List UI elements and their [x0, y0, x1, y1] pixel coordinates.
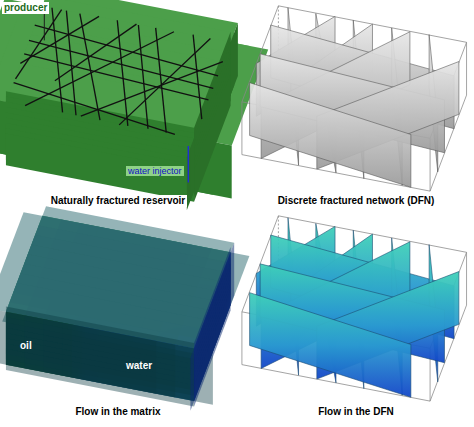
dfn-block	[242, 6, 467, 191]
matrix-flow-block	[6, 312, 194, 401]
reservoir-block	[6, 102, 194, 191]
dfn-block	[242, 6, 467, 191]
matrix-flow-block	[6, 312, 194, 401]
panel-caption: Naturally fractured reservoir	[49, 195, 188, 207]
matrix-flow-block	[194, 252, 230, 401]
well-label: producer	[2, 2, 49, 14]
matrix-flow-block	[6, 312, 194, 401]
reservoir-block	[14, 8, 223, 135]
reservoir-block	[194, 42, 230, 191]
dfn-flow-block	[242, 216, 467, 401]
panel-caption: Discrete fractured network (DFN)	[276, 195, 437, 207]
matrix-flow-block	[194, 252, 230, 401]
panel-caption: Flow in the matrix	[73, 406, 162, 418]
reservoir-block	[6, 6, 231, 191]
reservoir-block	[194, 42, 230, 191]
injector-well	[188, 146, 189, 182]
dfn-flow-block	[242, 216, 467, 401]
dfn-block	[250, 8, 459, 188]
reservoir-block	[6, 102, 194, 191]
dfn-flow-block	[250, 218, 459, 398]
reservoir-block	[6, 102, 194, 191]
matrix-flow-block	[194, 252, 230, 401]
reservoir-block	[194, 42, 230, 191]
panel-caption: Flow in the DFN	[316, 406, 396, 418]
fluid-label: oil	[18, 340, 34, 352]
fluid-label: water	[124, 360, 154, 372]
matrix-flow-block	[6, 216, 231, 401]
well-label: water injector	[126, 166, 184, 176]
